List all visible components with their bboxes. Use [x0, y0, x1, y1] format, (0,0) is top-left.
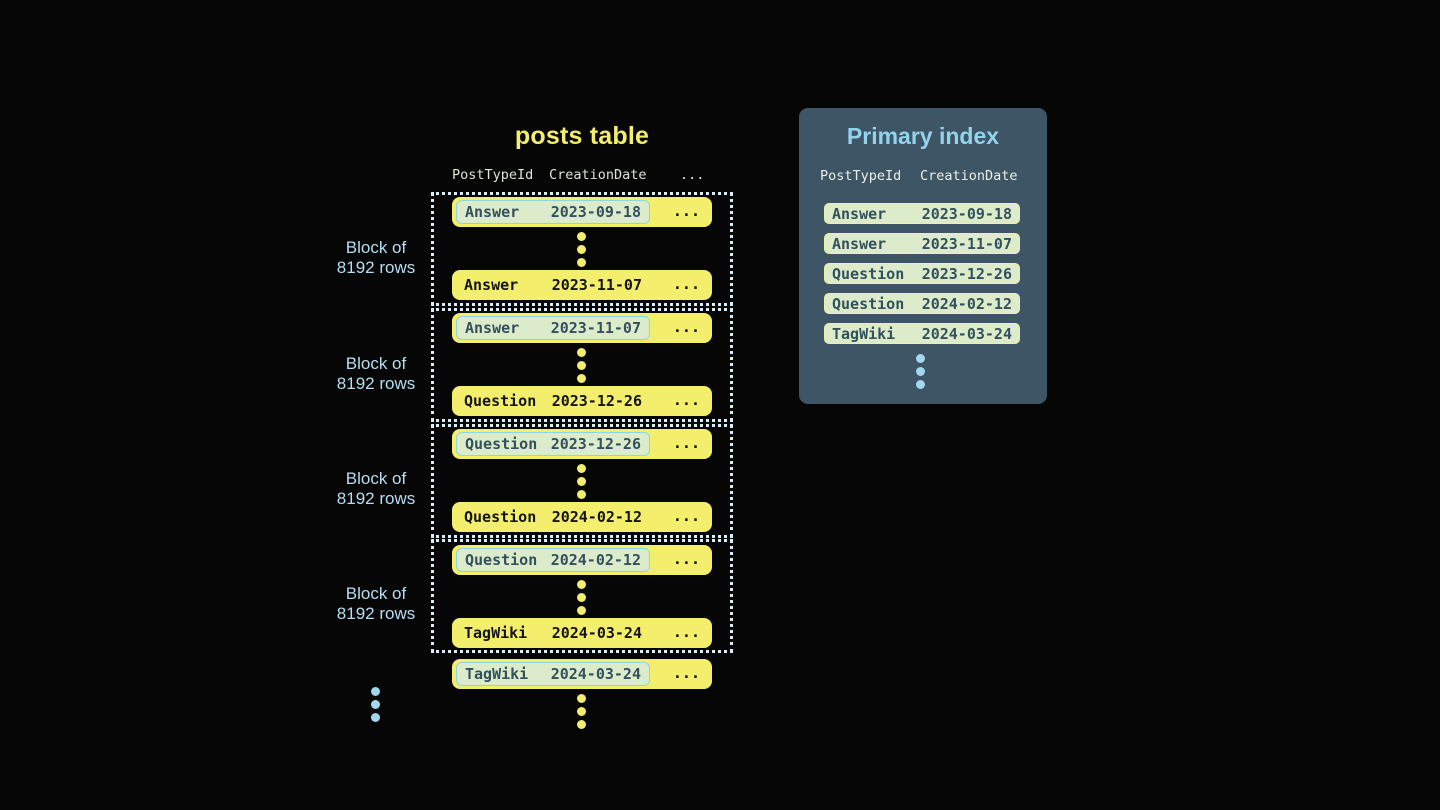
block-label-1: Block of 8192 rows: [296, 238, 456, 278]
row-more-columns-ellipsis: ...: [672, 318, 700, 336]
block-outline-1: [431, 192, 733, 306]
table-row: Answer 2023-11-07 ...: [452, 270, 712, 300]
creation-date-value: 2023-11-07: [551, 276, 642, 294]
block-label-line2: 8192 rows: [336, 374, 416, 393]
block-outline-3: [431, 424, 733, 538]
primary-index-title: Primary index: [846, 123, 1000, 149]
post-type-value: Question: [464, 508, 537, 526]
creation-date-value: 2023-11-07: [550, 319, 641, 337]
post-type-value: Question: [465, 551, 538, 569]
creation-date-value: 2024-03-24: [551, 624, 642, 642]
block-label-3: Block of 8192 rows: [296, 469, 456, 509]
indexed-columns-highlight: Question 2024-02-12: [456, 548, 650, 572]
row-more-columns-ellipsis: ...: [672, 550, 700, 568]
table-row: TagWiki 2024-03-24 ...: [452, 618, 712, 648]
row-more-columns-ellipsis: ...: [672, 434, 700, 452]
row-more-columns-ellipsis: ...: [672, 391, 700, 409]
index-entry: Answer 2023-09-18: [824, 203, 1020, 224]
index-entry: Question 2023-12-26: [824, 263, 1020, 284]
posts-header-more-columns-ellipsis: ...: [680, 167, 705, 183]
omitted-rows-dots: [577, 580, 586, 615]
indexed-columns-highlight: TagWiki 2024-03-24: [456, 662, 650, 686]
table-row-overflow: TagWiki 2024-03-24 ...: [452, 659, 712, 689]
table-row: Question 2023-12-26 ...: [452, 429, 712, 459]
post-type-value: Answer: [832, 204, 887, 223]
row-more-columns-ellipsis: ...: [672, 507, 700, 525]
block-outline-2: [431, 308, 733, 422]
table-row: Question 2024-02-12 ...: [452, 502, 712, 532]
block-label-line1: Block of: [345, 354, 407, 373]
post-type-value: Answer: [465, 319, 520, 337]
index-entry: Question 2024-02-12: [824, 293, 1020, 314]
block-label-2: Block of 8192 rows: [296, 354, 456, 394]
block-outline-4: [431, 539, 733, 653]
omitted-rows-dots: [577, 348, 586, 383]
post-type-value: Question: [832, 294, 905, 313]
block-label-4: Block of 8192 rows: [296, 584, 456, 624]
omitted-rows-dots: [577, 232, 586, 267]
omitted-blocks-dots: [371, 687, 380, 722]
post-type-value: Question: [465, 435, 538, 453]
indexed-columns-highlight: Answer 2023-09-18: [456, 200, 650, 224]
table-row: Question 2024-02-12 ...: [452, 545, 712, 575]
creation-date-value: 2023-09-18: [921, 204, 1012, 223]
indexed-columns-highlight: Question 2023-12-26: [456, 432, 650, 456]
creation-date-value: 2023-12-26: [921, 264, 1012, 283]
row-more-columns-ellipsis: ...: [672, 202, 700, 220]
index-header-creationdate: CreationDate: [920, 168, 1018, 184]
creation-date-value: 2024-02-12: [550, 551, 641, 569]
creation-date-value: 2024-02-12: [551, 508, 642, 526]
creation-date-value: 2023-09-18: [550, 203, 641, 221]
omitted-rows-dots: [577, 694, 586, 729]
creation-date-value: 2024-03-24: [921, 324, 1012, 343]
table-row: Question 2023-12-26 ...: [452, 386, 712, 416]
creation-date-value: 2023-12-26: [551, 392, 642, 410]
creation-date-value: 2023-12-26: [550, 435, 641, 453]
block-label-line1: Block of: [345, 238, 407, 257]
creation-date-value: 2023-11-07: [921, 234, 1012, 253]
posts-table-title: posts table: [514, 122, 650, 150]
row-more-columns-ellipsis: ...: [672, 623, 700, 641]
row-columns: Question 2023-12-26: [456, 389, 650, 413]
post-type-value: TagWiki: [465, 665, 529, 683]
block-label-line1: Block of: [345, 469, 407, 488]
row-more-columns-ellipsis: ...: [672, 664, 700, 682]
block-label-line2: 8192 rows: [336, 258, 416, 277]
index-entry: Answer 2023-11-07: [824, 233, 1020, 254]
indexed-columns-highlight: Answer 2023-11-07: [456, 316, 650, 340]
post-type-value: Question: [832, 264, 905, 283]
block-label-line2: 8192 rows: [336, 489, 416, 508]
row-columns: Answer 2023-11-07: [456, 273, 650, 297]
block-label-line1: Block of: [345, 584, 407, 603]
row-columns: Question 2024-02-12: [456, 505, 650, 529]
creation-date-value: 2024-02-12: [921, 294, 1012, 313]
table-row: Answer 2023-11-07 ...: [452, 313, 712, 343]
index-entry: TagWiki 2024-03-24: [824, 323, 1020, 344]
table-row: Answer 2023-09-18 ...: [452, 197, 712, 227]
post-type-value: TagWiki: [832, 324, 896, 343]
creation-date-value: 2024-03-24: [550, 665, 641, 683]
post-type-value: Answer: [464, 276, 519, 294]
post-type-value: Question: [464, 392, 537, 410]
omitted-index-entries-dots: [916, 354, 925, 389]
post-type-value: TagWiki: [464, 624, 528, 642]
index-header-posttypeid: PostTypeId: [820, 168, 902, 184]
posts-header-creationdate: CreationDate: [549, 167, 647, 183]
post-type-value: Answer: [465, 203, 520, 221]
posts-header-posttypeid: PostTypeId: [452, 167, 534, 183]
row-more-columns-ellipsis: ...: [672, 275, 700, 293]
post-type-value: Answer: [832, 234, 887, 253]
omitted-rows-dots: [577, 464, 586, 499]
primary-index-panel: Primary index PostTypeId CreationDate An…: [799, 108, 1047, 404]
block-label-line2: 8192 rows: [336, 604, 416, 623]
row-columns: TagWiki 2024-03-24: [456, 621, 650, 645]
